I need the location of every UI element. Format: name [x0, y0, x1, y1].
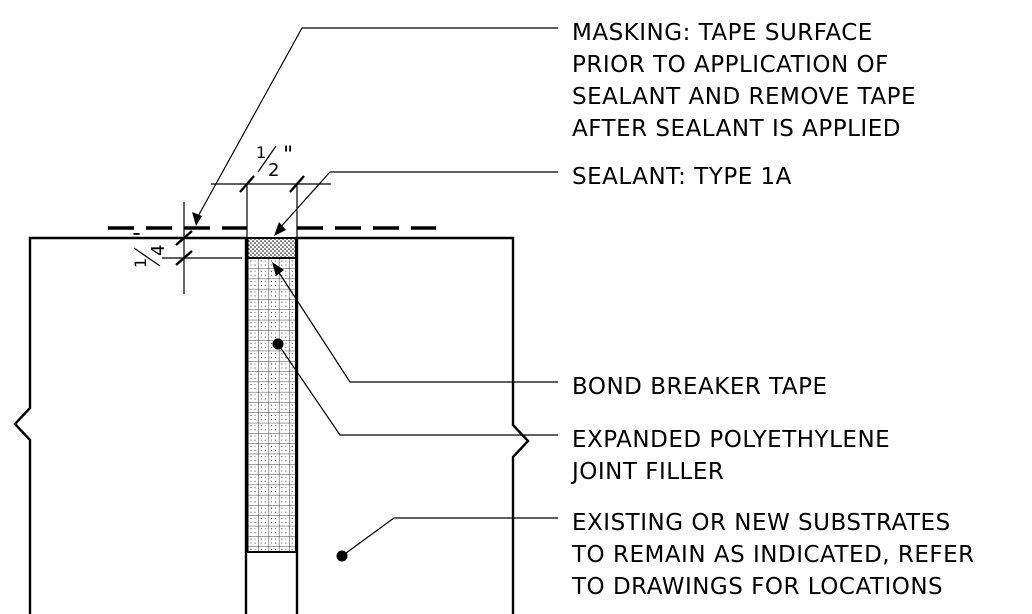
bond-breaker-callout: BOND BREAKER TAPE — [572, 374, 828, 400]
width-numerator: 1 — [256, 143, 266, 162]
sealant-line-1: SEALANT: TYPE 1A — [572, 164, 792, 190]
substrates-callout: EXISTING OR NEW SUBSTRATES TO REMAIN AS … — [571, 510, 975, 600]
joint-width-dimension — [211, 175, 331, 238]
depth-denominator: 4 — [148, 245, 169, 256]
bond-breaker-line-1: BOND BREAKER TAPE — [572, 374, 828, 400]
width-denominator: 2 — [268, 160, 279, 181]
joint-filler-backer-rod — [246, 257, 297, 553]
left-substrate-outline — [13, 236, 248, 614]
masking-line-3: SEALANT AND REMOVE TAPE — [572, 84, 916, 110]
depth-numerator: 1 — [131, 258, 150, 268]
right-substrate-outline — [295, 236, 530, 614]
joint-filler-callout: EXPANDED POLYETHYLENE JOINT FILLER — [570, 427, 890, 485]
depth-inch-mark: " — [131, 231, 156, 241]
width-inch-mark: " — [283, 143, 293, 168]
substrates-line-1: EXISTING OR NEW SUBSTRATES — [572, 510, 951, 536]
bond-breaker-leader — [272, 262, 558, 383]
substrates-leader — [336, 517, 558, 562]
joint-width-label: 1 2 " — [256, 143, 293, 181]
joint-filler-line-1: EXPANDED POLYETHYLENE — [572, 427, 890, 453]
sealant-bead — [246, 237, 297, 259]
masking-line-4: AFTER SEALANT IS APPLIED — [572, 116, 901, 142]
substrates-line-3: TO DRAWINGS FOR LOCATIONS — [571, 574, 943, 600]
masking-line-1: MASKING: TAPE SURFACE — [572, 20, 873, 46]
masking-leader — [192, 27, 558, 226]
sealant-depth-label: 1 4 " — [131, 231, 169, 268]
sealant-callout: SEALANT: TYPE 1A — [572, 164, 792, 190]
joint-filler-leader — [272, 338, 558, 436]
masking-callout: MASKING: TAPE SURFACE PRIOR TO APPLICATI… — [572, 20, 916, 142]
substrates-line-2: TO REMAIN AS INDICATED, REFER — [571, 542, 975, 568]
sealant-leader — [274, 171, 558, 236]
joint-filler-line-2: JOINT FILLER — [570, 459, 724, 485]
sealant-depth-dimension — [162, 202, 246, 294]
masking-line-2: PRIOR TO APPLICATION OF — [572, 52, 889, 78]
